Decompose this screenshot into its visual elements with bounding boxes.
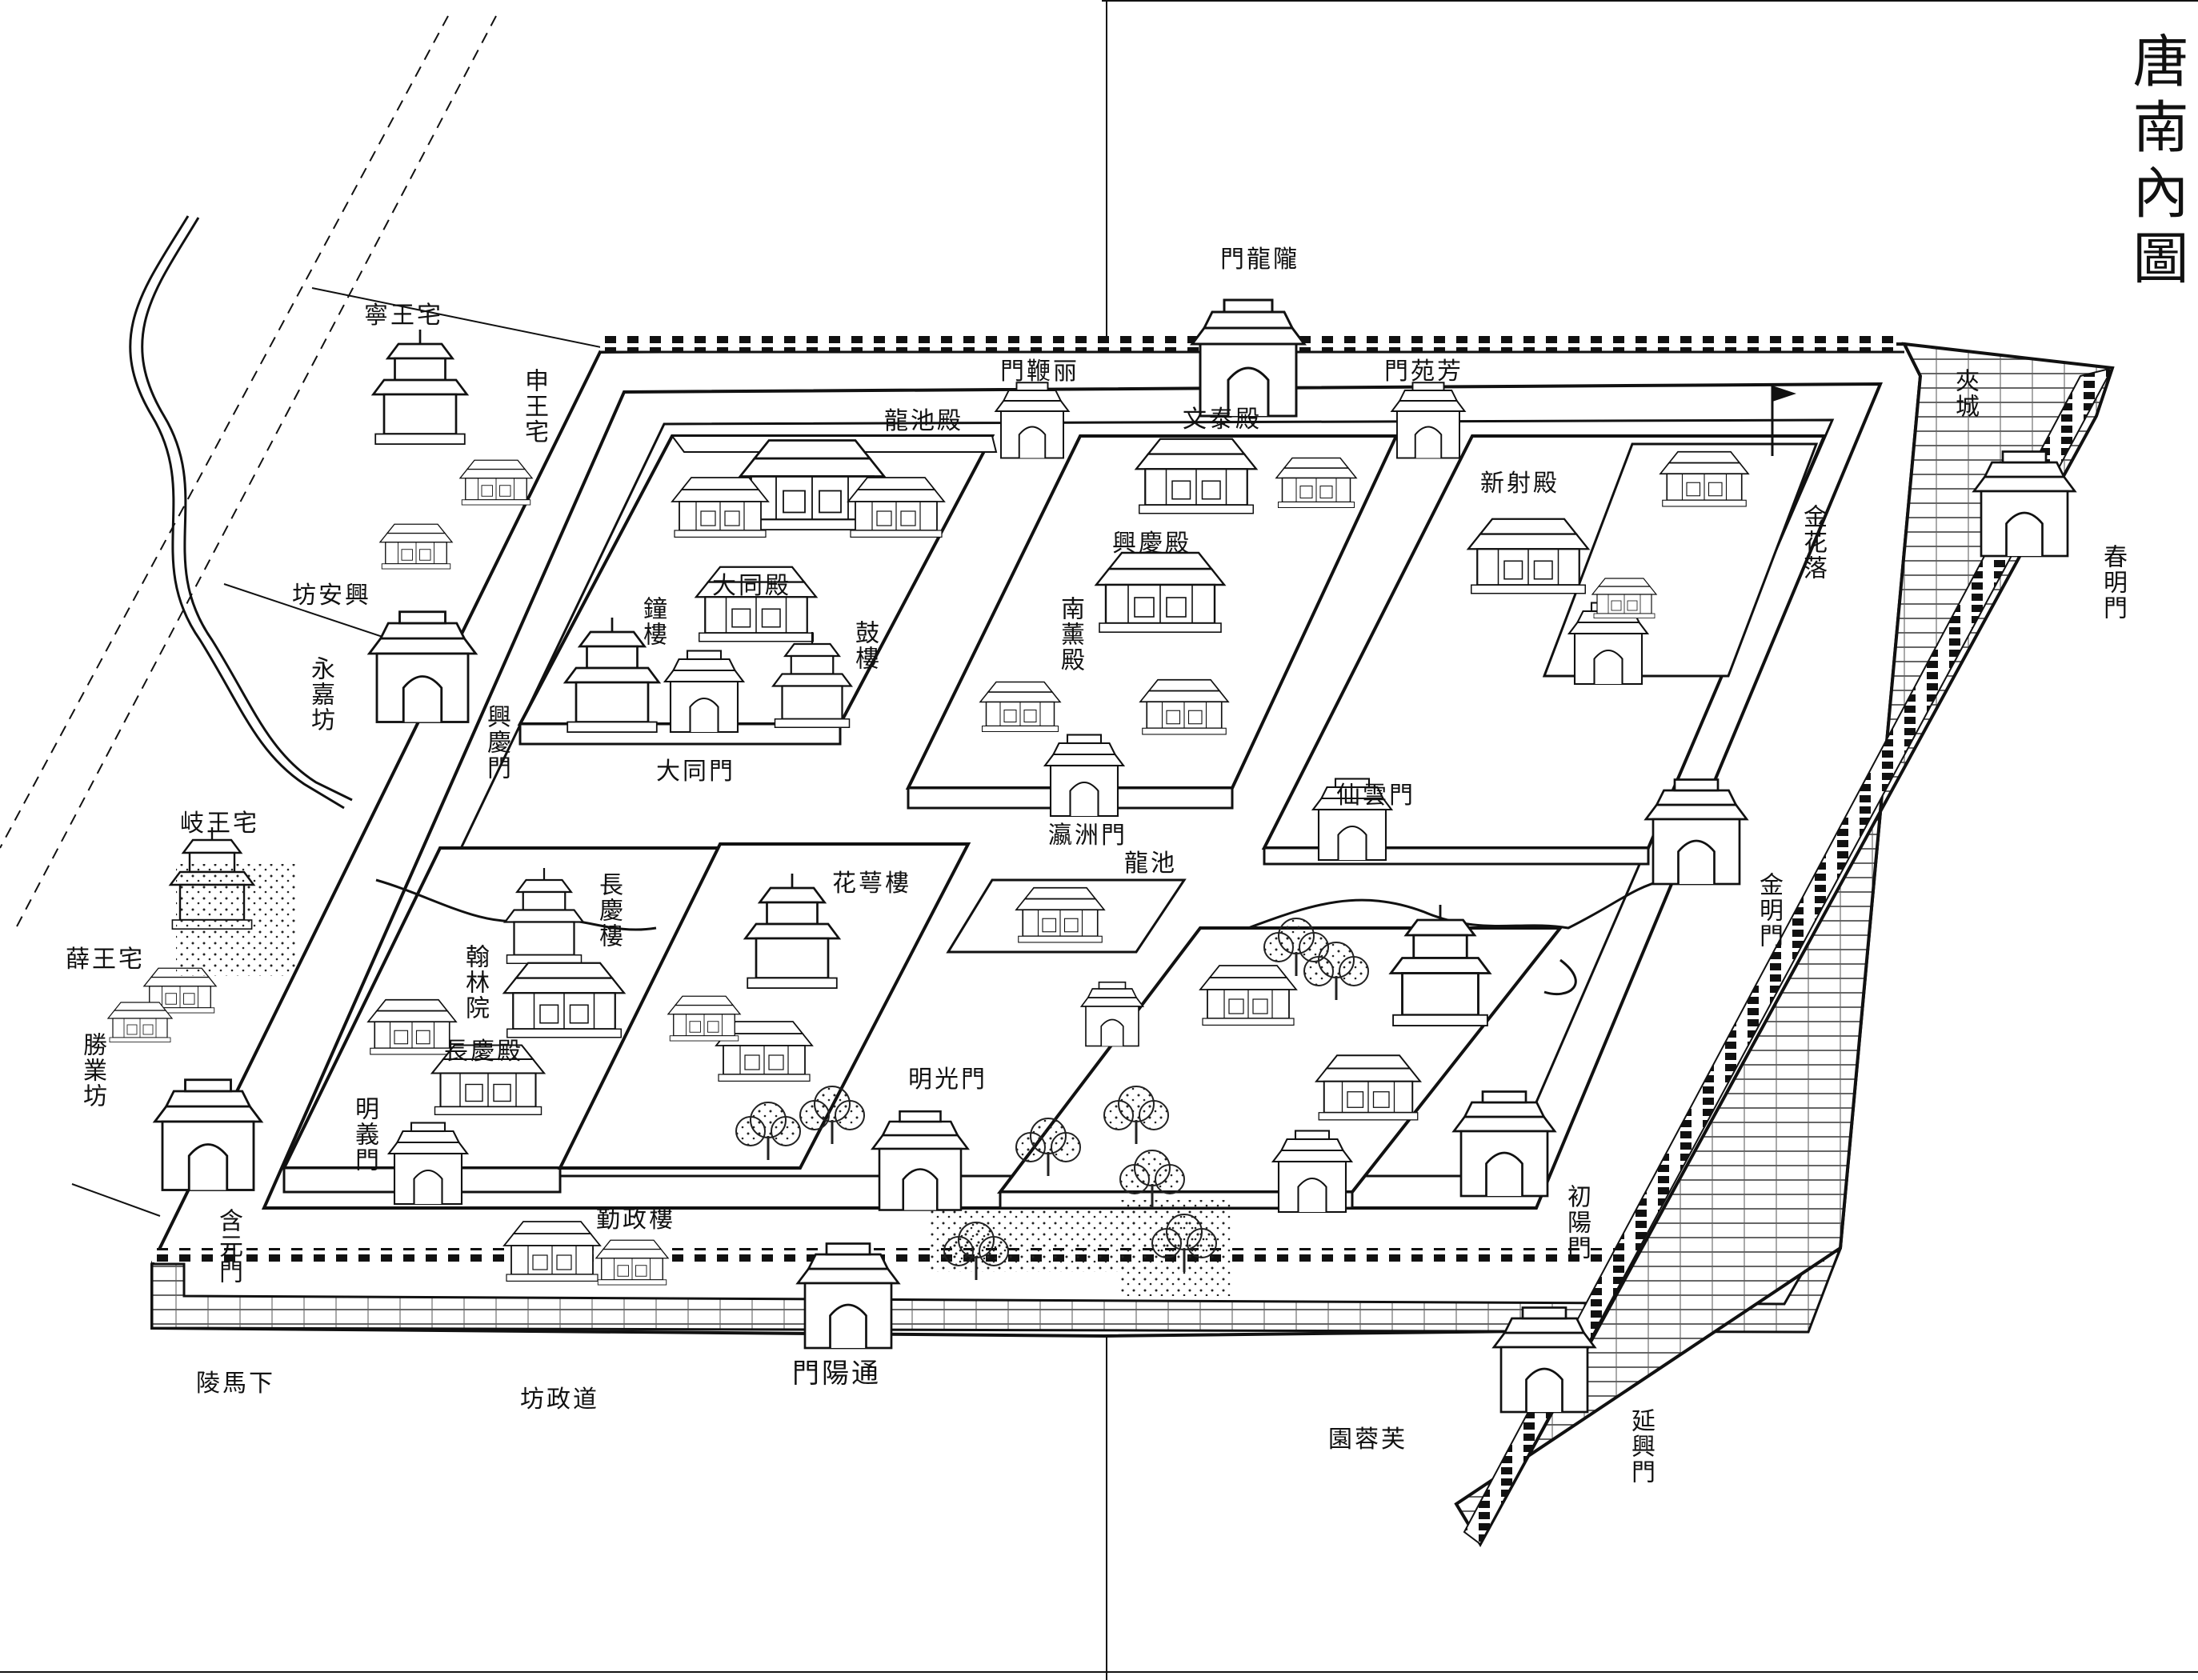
label-bell-tower: 鐘樓	[639, 596, 667, 647]
label-nanxun-hall: 南薰殿	[1056, 596, 1084, 673]
label-jiacheng: 夾城	[1951, 368, 1979, 419]
label-xingqing-hall: 興慶殿	[1112, 530, 1191, 558]
label-yingqing-gate: 瀛洲門	[1048, 822, 1127, 850]
label-chuyang-gate: 初陽門	[1563, 1184, 1591, 1261]
label-chunming-gate: 春明門	[2099, 544, 2127, 621]
label-tongyang-gate: 門陽通	[792, 1358, 881, 1390]
label-lijiang-gate: 門鞭丽	[1000, 358, 1079, 386]
label-fangyuan-gate: 門苑芳	[1384, 358, 1463, 386]
label-jinming-gate: 金明門	[1755, 872, 1783, 949]
label-ningwang: 寧王宅	[364, 302, 443, 330]
label-wenhua-hall: 文泰殿	[1183, 406, 1262, 434]
label-mingyi-gate: 明義門	[350, 1096, 378, 1173]
label-furongyuan: 園蓉芙	[1328, 1426, 1407, 1454]
label-xingqing-gate: 興慶門	[482, 704, 510, 781]
label-longchi: 龍池	[1124, 850, 1177, 878]
label-xiamaling: 陵馬下	[196, 1370, 275, 1398]
label-qinzheng-tower: 勤政樓	[596, 1206, 675, 1234]
label-yongjia-ward: 永嘉坊	[306, 656, 334, 733]
label-tongguang-hall: 大同殿	[712, 572, 791, 600]
label-jinhua-hall: 金花落	[1799, 504, 1827, 581]
label-hanlin-yard: 翰林院	[461, 944, 489, 1021]
label-longchi-hall: 龍池殿	[884, 407, 963, 435]
label-longxiang-gate: 門龍隴	[1220, 246, 1299, 274]
label-qi-wang: 岐王宅	[180, 810, 259, 838]
label-xingan-ward: 坊安興	[292, 582, 371, 610]
map-title: 唐南內圖	[2124, 32, 2189, 294]
label-chang-lou: 長慶樓	[595, 872, 623, 949]
label-datong-gate: 大同門	[656, 758, 735, 786]
label-shen-wang: 申王宅	[520, 368, 548, 445]
label-yanxi-gate: 延興門	[1627, 1408, 1655, 1485]
label-xianyun-gate: 仙雲門	[1336, 782, 1415, 810]
label-drum-tower: 鼓樓	[851, 620, 879, 671]
label-hanyuan-gate: 含元門	[214, 1208, 242, 1285]
label-huae-tower: 花萼樓	[832, 870, 911, 898]
label-xinshe-hall: 新射殿	[1480, 470, 1559, 498]
label-xue-wang: 薛王宅	[66, 946, 145, 974]
label-changqing-hall: 長慶殿	[444, 1038, 523, 1066]
label-shengye-ward: 勝業坊	[78, 1032, 106, 1109]
label-tongzheng-ward: 坊政道	[520, 1386, 599, 1414]
label-mingguang-gate: 明光門	[908, 1066, 987, 1094]
